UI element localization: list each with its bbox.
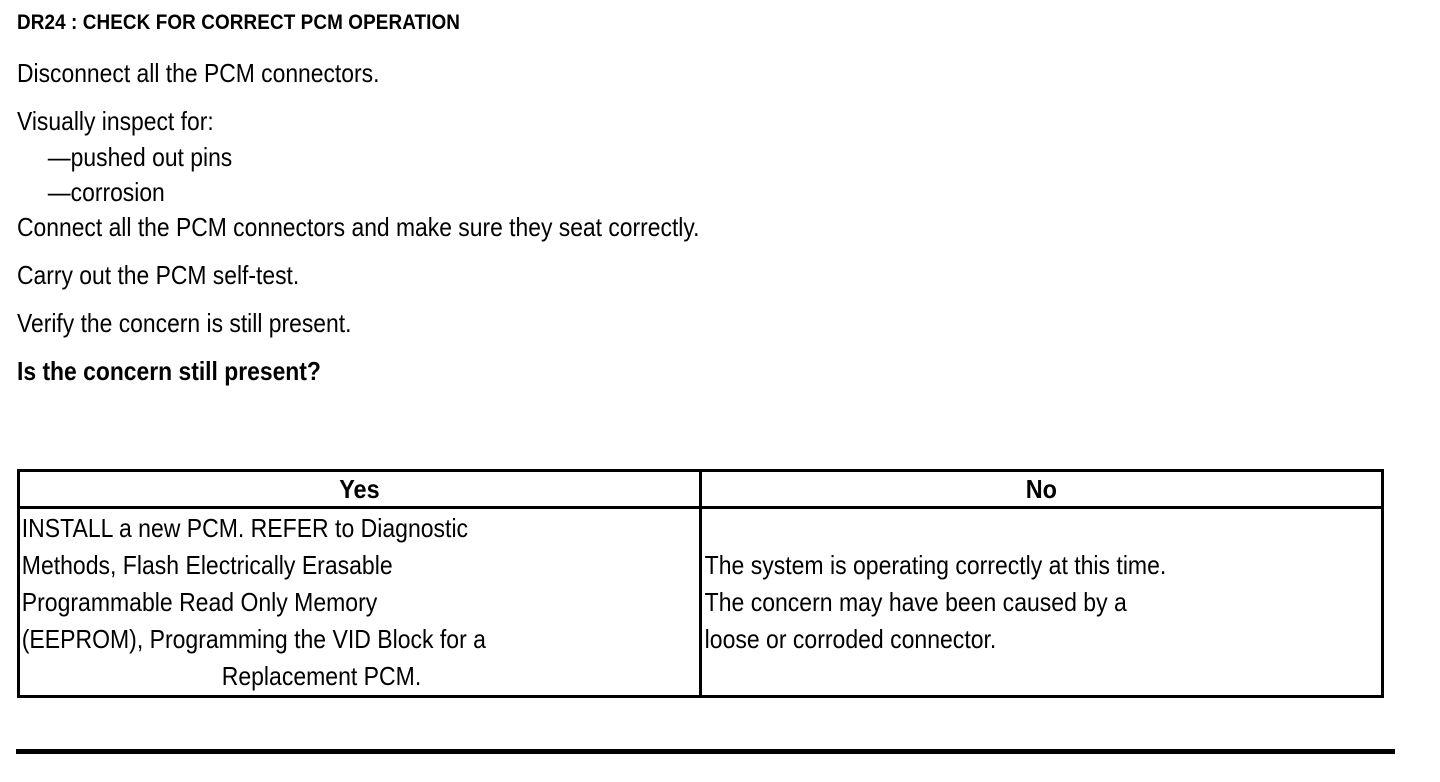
no-line-1: The system is operating correctly at thi… (704, 549, 1167, 580)
page-footer-rule (16, 749, 1395, 754)
instruction-line-self-test: Carry out the PCM self-test. (17, 260, 300, 290)
table-header-no: No (699, 469, 1384, 509)
instruction-line-connect: Connect all the PCM connectors and make … (17, 212, 700, 242)
yes-line-4: (EEPROM), Programming the VID Block for … (21, 623, 486, 654)
table-cell-no-action: The system is operating correctly at thi… (699, 506, 1384, 698)
no-line-3: loose or corroded connector. (704, 623, 997, 654)
instruction-line-visually-inspect: Visually inspect for: (17, 106, 214, 136)
table-header-yes-label: Yes (339, 474, 380, 504)
yes-action-text: INSTALL a new PCM. REFER to Diagnostic M… (20, 510, 701, 695)
yes-line-3: Programmable Read Only Memory (21, 586, 378, 617)
decision-table: Yes No INSTALL a new PCM. REFER to Diagn… (17, 469, 1384, 698)
table-header-no-label: No (1025, 474, 1058, 504)
table-cell-yes-action: INSTALL a new PCM. REFER to Diagnostic M… (17, 506, 702, 698)
no-action-text: The system is operating correctly at thi… (702, 547, 1384, 658)
instruction-line-verify: Verify the concern is still present. (17, 308, 352, 338)
instruction-subitem-corrosion: —corrosion (47, 177, 165, 207)
table-row: INSTALL a new PCM. REFER to Diagnostic M… (17, 506, 1384, 698)
yes-line-1: INSTALL a new PCM. REFER to Diagnostic (21, 512, 469, 543)
instruction-subitem-pushed-out-pins: —pushed out pins (47, 142, 233, 172)
yes-line-5: Replacement PCM. (221, 660, 422, 691)
instruction-line-disconnect: Disconnect all the PCM connectors. (17, 58, 380, 88)
page-title: DR24 : CHECK FOR CORRECT PCM OPERATION (17, 11, 461, 34)
instruction-question: Is the concern still present? (17, 356, 321, 386)
no-line-2: The concern may have been caused by a (704, 586, 1127, 617)
yes-line-2: Methods, Flash Electrically Erasable (21, 549, 393, 580)
table-header-yes: Yes (17, 469, 702, 509)
instruction-list: Disconnect all the PCM connectors. Visua… (17, 56, 1407, 388)
table-header-row: Yes No (17, 469, 1384, 509)
